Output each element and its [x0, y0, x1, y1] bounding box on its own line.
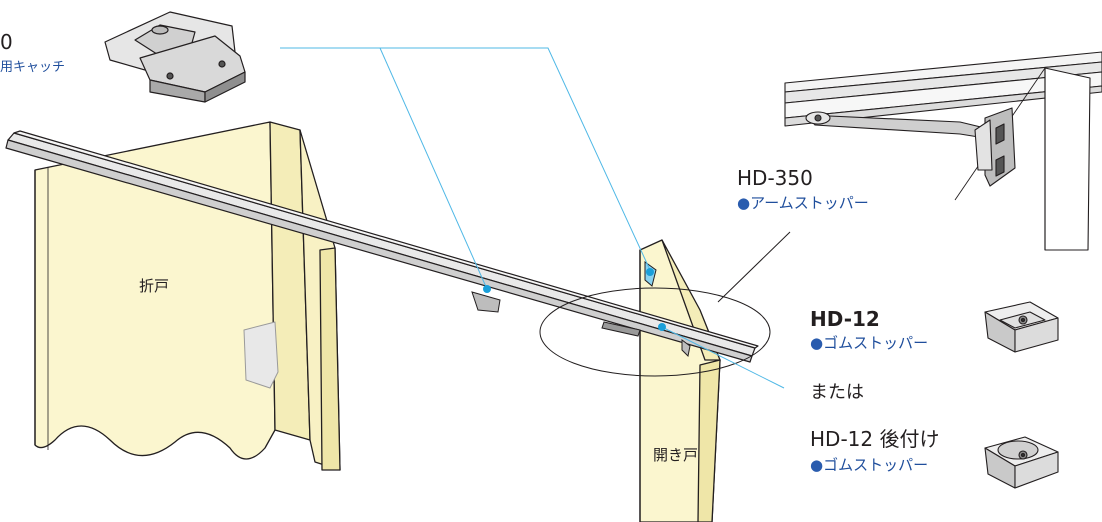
highlight-ellipse [539, 287, 771, 377]
leader-dot-stopper [658, 323, 666, 331]
swing-door [639, 239, 721, 522]
leader-lines [280, 47, 785, 389]
hd12-retrofit-sub-label: ●ゴムストッパー [810, 458, 928, 473]
hd12-retrofit-bullet: ● [810, 456, 824, 474]
folding-door [34, 121, 341, 471]
catch-part-illustration [104, 11, 246, 103]
folding-door-label: 折戸 [139, 277, 170, 295]
hd12-code-label: HD-12 [810, 307, 880, 331]
leader-dot-swing [646, 268, 654, 276]
hd350-illustration [784, 51, 1102, 251]
hd12-retrofit-illustration [984, 436, 1059, 489]
rail-catch [471, 261, 691, 358]
hd12-retrofit-code-label: HD-12 後付け [810, 427, 940, 451]
leader-dot-catch [483, 285, 491, 293]
track-rail [5, 130, 759, 363]
hd350-leader [717, 231, 791, 303]
or-label: または [810, 382, 864, 403]
hd12-retrofit-sub-text: ゴムストッパー [823, 456, 929, 474]
swing-door-label: 開き戸 [653, 446, 699, 464]
hd12-bullet: ● [810, 334, 824, 352]
hd350-sub-label: ●アームストッパー [737, 196, 869, 211]
hd350-code-label: HD-350 [737, 166, 813, 190]
hd12-sub-text: ゴムストッパー [823, 334, 929, 352]
hd12-illustration [984, 301, 1059, 353]
catch-sub-label: 用キャッチ [0, 60, 66, 75]
hd350-sub-text: アームストッパー [750, 194, 869, 212]
hd350-bullet: ● [737, 194, 751, 212]
catch-code-label: 0 [0, 30, 13, 54]
hd12-sub-label: ●ゴムストッパー [810, 336, 928, 351]
